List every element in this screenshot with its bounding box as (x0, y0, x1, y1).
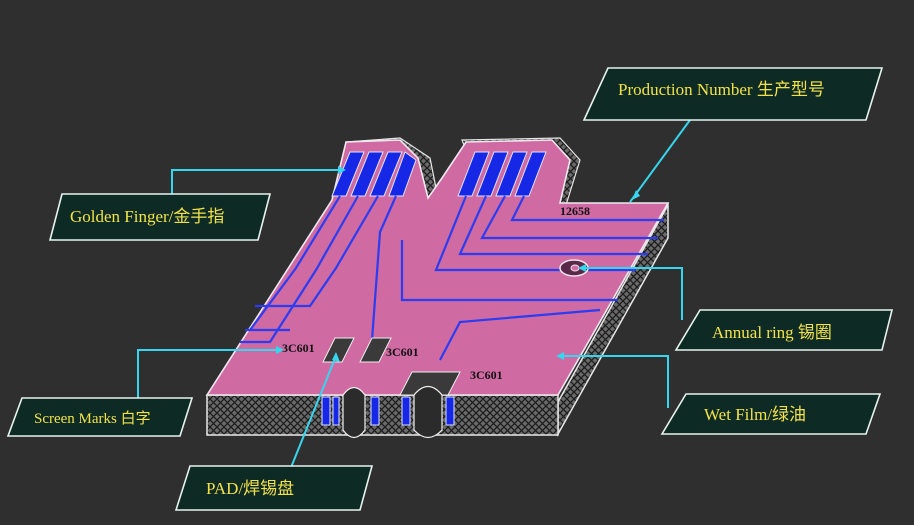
board-front-edge (206, 394, 559, 436)
leader-lines (137, 119, 691, 471)
golden-finger-contacts-left (331, 151, 417, 197)
component-ref-3: 3C601 (470, 368, 503, 382)
label-annual-ring: Annual ring 锡圈 (674, 309, 894, 351)
component-ref-1: 3C601 (282, 341, 315, 355)
golden-finger-contacts-right (457, 151, 547, 197)
label-wet-film: Wet Film/绿油 (660, 393, 882, 435)
pad-text: PAD/焊锡盘 (206, 479, 294, 498)
golden-finger-text: Golden Finger/金手指 (70, 207, 224, 226)
circuit-traces (240, 195, 664, 361)
screen-marks-text: Screen Marks 白字 (34, 410, 151, 427)
label-golden-finger: Golden Finger/金手指 (48, 193, 272, 241)
production-code-mark: 12658 (560, 204, 590, 218)
pad-3 (399, 371, 461, 396)
annual-ring-text: Annual ring 锡圈 (712, 323, 832, 342)
label-screen-marks: Screen Marks 白字 (6, 397, 194, 437)
pad-1 (322, 337, 355, 363)
label-production-number: Production Number 生产型号 (582, 67, 884, 121)
label-pad: PAD/焊锡盘 (174, 465, 374, 511)
cross-section-holes (342, 385, 443, 439)
pad-2 (359, 337, 392, 363)
component-ref-2: 3C601 (386, 345, 419, 359)
wet-film-text: Wet Film/绿油 (704, 405, 806, 424)
cross-section-copper (321, 396, 455, 426)
production-number-text: Production Number 生产型号 (618, 80, 825, 99)
pcb-board: 12658 3C601 3C601 3C601 (205, 137, 670, 439)
